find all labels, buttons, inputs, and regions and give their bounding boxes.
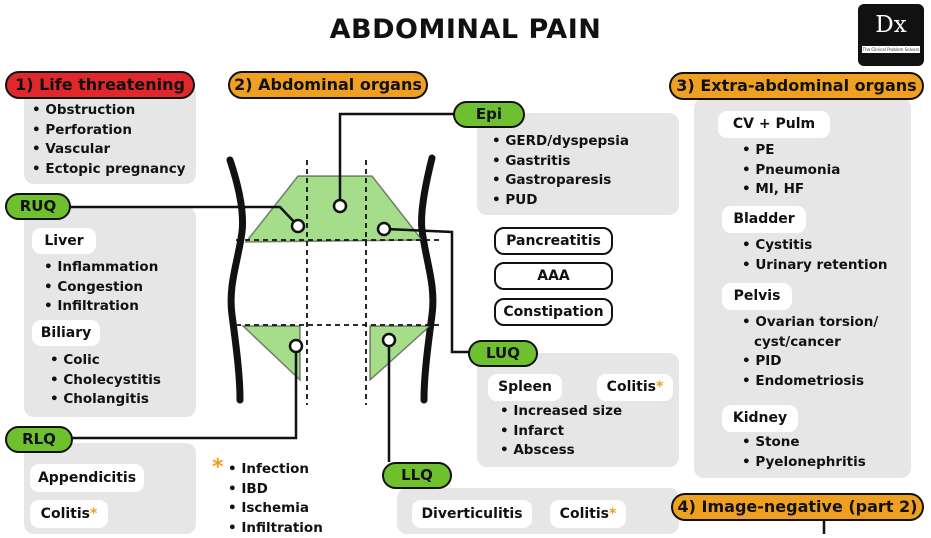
luq-colitis-label: Colitis* [597, 374, 673, 401]
kidney-label: Kidney [722, 405, 798, 432]
pelvis-list: Ovarian torsion/ cyst/cancer PID Endomet… [742, 313, 878, 391]
liver-label: Liver [32, 228, 96, 254]
list-item: GERD/dyspepsia [492, 132, 629, 152]
life-threatening-header: 1) Life threatening [5, 71, 195, 99]
list-item: Perforation [32, 121, 186, 141]
list-item: PE [742, 141, 840, 161]
colitis-note-star: * [212, 455, 224, 480]
epi-list: GERD/dyspepsia Gastritis Gastroparesis P… [492, 132, 629, 210]
biliary-label: Biliary [32, 320, 100, 346]
list-item: Infarct [500, 422, 622, 442]
list-item: Pyelonephritis [742, 453, 866, 473]
biliary-list: Colic Cholecystitis Cholangitis [50, 351, 161, 410]
list-item: Gastritis [492, 152, 629, 172]
list-item: Ectopic pregnancy [32, 160, 186, 180]
abdominal-organs-header: 2) Abdominal organs [228, 71, 428, 99]
list-item: Cholangitis [50, 390, 161, 410]
list-item: Infiltration [44, 297, 158, 317]
list-item: Inflammation [44, 258, 158, 278]
llq-label: LLQ [382, 462, 452, 489]
life-threatening-list: Obstruction Perforation Vascular Ectopic… [32, 101, 186, 179]
image-negative-header: 4) Image-negative (part 2) [671, 493, 924, 521]
list-item: PID [742, 352, 878, 372]
list-item: Cholecystitis [50, 371, 161, 391]
appendicitis-label: Appendicitis [30, 464, 144, 492]
torso-right-outline [421, 158, 432, 400]
colitis-text: Colitis [41, 506, 90, 522]
aaa-box: AAA [494, 262, 613, 290]
list-item: Vascular [32, 140, 186, 160]
spleen-label: Spleen [488, 374, 562, 401]
rlq-region [243, 326, 300, 380]
list-item: Abscess [500, 441, 622, 461]
llq-colitis-label: Colitis* [550, 500, 626, 528]
epi-label: Epi [453, 101, 525, 128]
list-item: Cystitis [742, 236, 887, 256]
colitis-star: * [90, 506, 97, 522]
list-item: Endometriosis [742, 372, 878, 392]
list-item: Gastroparesis [492, 171, 629, 191]
luq-label: LUQ [468, 340, 538, 367]
kidney-list: Stone Pyelonephritis [742, 433, 866, 472]
colitis-text: Colitis [607, 379, 656, 395]
list-item: MI, HF [742, 180, 840, 200]
diverticulitis-label: Diverticulitis [412, 500, 532, 528]
colitis-star: * [656, 379, 663, 395]
list-item: Congestion [44, 278, 158, 298]
list-item: Infection [228, 460, 323, 480]
torso-left-outline [230, 160, 243, 400]
list-item: Urinary retention [742, 256, 887, 276]
list-item: Colic [50, 351, 161, 371]
list-item: Increased size [500, 402, 622, 422]
list-item: Stone [742, 433, 866, 453]
list-item: cyst/cancer [742, 333, 878, 353]
pancreatitis-box: Pancreatitis [494, 227, 613, 255]
list-item: PUD [492, 191, 629, 211]
list-item: Ischemia [228, 499, 323, 519]
colitis-text: Colitis [560, 506, 609, 522]
spleen-list: Increased size Infarct Abscess [500, 402, 622, 461]
list-item: Infiltration [228, 519, 323, 538]
bladder-label: Bladder [722, 206, 806, 233]
rlq-colitis-label: Colitis* [30, 500, 108, 528]
pelvis-label: Pelvis [722, 283, 792, 310]
colitis-causes-list: Infection IBD Ischemia Infiltration [228, 460, 323, 538]
liver-list: Inflammation Congestion Infiltration [44, 258, 158, 317]
list-item: Ovarian torsion/ [742, 313, 878, 333]
colitis-star: * [609, 506, 616, 522]
llq-region [370, 326, 430, 380]
list-item: Pneumonia [742, 161, 840, 181]
ruq-label: RUQ [5, 193, 71, 220]
list-item: Obstruction [32, 101, 186, 121]
extra-abdominal-header: 3) Extra-abdominal organs [669, 72, 924, 100]
cv-pulm-label: CV + Pulm [718, 111, 830, 138]
list-item: IBD [228, 480, 323, 500]
cv-pulm-list: PE Pneumonia MI, HF [742, 141, 840, 200]
rlq-label: RLQ [5, 426, 73, 453]
constipation-box: Constipation [494, 298, 613, 326]
bladder-list: Cystitis Urinary retention [742, 236, 887, 275]
